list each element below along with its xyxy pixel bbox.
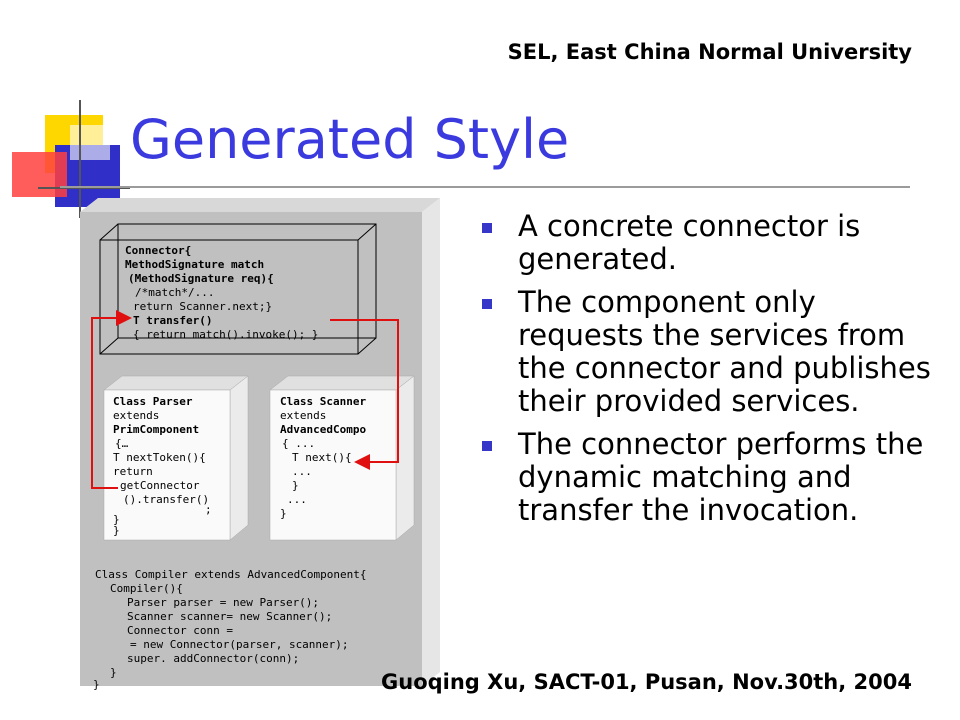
scanner-line: T next(){ bbox=[292, 451, 352, 464]
scanner-code: Class Scanner extends AdvancedCompo { ..… bbox=[280, 395, 366, 520]
scanner-line: } bbox=[292, 479, 299, 492]
parser-line: } bbox=[113, 524, 120, 537]
scanner-line: extends bbox=[280, 409, 326, 422]
compiler-line: Scanner scanner= new Scanner(); bbox=[127, 610, 332, 623]
deco-red-square bbox=[12, 152, 67, 197]
scanner-line: ... bbox=[292, 465, 312, 478]
parser-to-connector-arrow bbox=[91, 310, 132, 489]
compiler-line: Parser parser = new Parser(); bbox=[127, 596, 319, 609]
connector-box bbox=[99, 223, 377, 355]
parser-box bbox=[103, 375, 249, 541]
parser-line: {… bbox=[115, 437, 129, 450]
compiler-line: } bbox=[110, 666, 117, 679]
parser-line: T nextToken(){ bbox=[113, 451, 206, 464]
panel-right-face bbox=[422, 198, 440, 686]
connector-line: T transfer() bbox=[133, 314, 212, 327]
bullet-text: The connector performs the dynamic match… bbox=[518, 427, 924, 527]
compiler-line: = new Connector(parser, scanner); bbox=[130, 638, 349, 651]
connector-line: Connector{ bbox=[125, 244, 191, 257]
bullet-square-icon bbox=[482, 299, 492, 309]
bullet-item: The connector performs the dynamic match… bbox=[482, 428, 932, 527]
parser-code: Class Parser extends PrimComponent {… T … bbox=[113, 395, 212, 537]
compiler-line: Connector conn = bbox=[127, 624, 233, 637]
connector-line: { return match().invoke(); } bbox=[133, 328, 318, 341]
header-institution: SEL, East China Normal University bbox=[507, 40, 912, 64]
scanner-line: ... bbox=[287, 493, 307, 506]
parser-line: extends bbox=[113, 409, 159, 422]
title-divider bbox=[60, 186, 910, 188]
scanner-line: Class Scanner bbox=[280, 395, 366, 408]
parser-line: PrimComponent bbox=[113, 423, 199, 436]
architecture-diagram: Connector{ MethodSignature match (Method… bbox=[80, 198, 440, 691]
slide-title: Generated Style bbox=[130, 108, 570, 171]
connector-line: /*match*/... bbox=[135, 286, 214, 299]
scanner-box bbox=[269, 375, 415, 541]
compiler-line: Class Compiler extends AdvancedComponent… bbox=[95, 568, 367, 581]
parser-line: } bbox=[113, 513, 120, 526]
bullet-text: The component only requests the services… bbox=[518, 285, 931, 418]
scanner-line: } bbox=[280, 507, 287, 520]
title-decoration bbox=[12, 100, 130, 218]
compiler-line: super. addConnector(conn); bbox=[127, 652, 299, 665]
panel-top-face bbox=[80, 198, 440, 212]
compiler-line: } bbox=[93, 678, 100, 691]
compiler-line: Compiler(){ bbox=[110, 582, 183, 595]
connector-line: return Scanner.next;} bbox=[133, 300, 272, 313]
bullet-item: A concrete connector is generated. bbox=[482, 210, 932, 276]
footer-citation: Guoqing Xu, SACT-01, Pusan, Nov.30th, 20… bbox=[381, 670, 912, 694]
deco-white-square bbox=[70, 125, 110, 160]
bullet-item: The component only requests the services… bbox=[482, 286, 932, 418]
parser-line: getConnector bbox=[120, 479, 200, 492]
bullet-text: A concrete connector is generated. bbox=[518, 209, 861, 276]
parser-line: ().transfer() bbox=[123, 493, 209, 506]
connector-code: Connector{ MethodSignature match (Method… bbox=[125, 244, 318, 341]
bullet-square-icon bbox=[482, 441, 492, 451]
parser-line: ; bbox=[205, 503, 212, 516]
compiler-code: Class Compiler extends AdvancedComponent… bbox=[93, 568, 367, 691]
connector-line: MethodSignature match bbox=[125, 258, 264, 271]
connector-to-scanner-arrow bbox=[330, 319, 399, 470]
bullet-list: A concrete connector is generated. The c… bbox=[482, 210, 932, 537]
bullet-square-icon bbox=[482, 223, 492, 233]
scanner-line: { ... bbox=[282, 437, 315, 450]
parser-line: return bbox=[113, 465, 153, 478]
parser-line: Class Parser bbox=[113, 395, 193, 408]
connector-line: (MethodSignature req){ bbox=[128, 272, 274, 285]
scanner-line: AdvancedCompo bbox=[280, 423, 366, 436]
